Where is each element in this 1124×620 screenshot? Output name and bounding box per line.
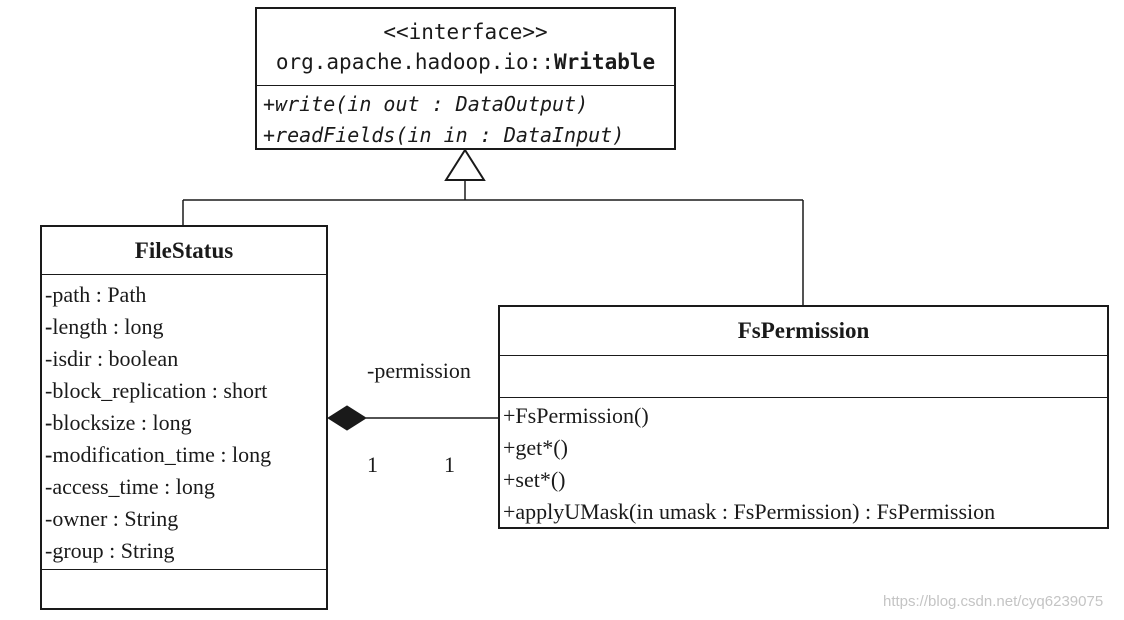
association-role-label: -permission [367,358,471,383]
fspermission-attributes-empty [500,355,1107,397]
filestatus-attribute: -owner : String [45,506,179,531]
fspermission-operations: +FsPermission() +get*() +set*() +applyUM… [500,397,1107,528]
filestatus-class-name: FileStatus [134,238,234,263]
fspermission-operation: +FsPermission() [503,403,649,428]
filestatus-operations-empty [42,569,326,608]
interface-package: org.apache.hadoop.io:: [275,50,554,74]
fspermission-operation: +applyUMask(in umask : FsPermission) : F… [503,499,996,524]
multiplicity-left: 1 [367,452,378,477]
filestatus-attribute: -isdir : boolean [45,346,179,371]
filestatus-attribute: -path : Path [45,282,147,307]
interface-name: Writable [554,50,656,74]
writable-interface-box: <<interface>> org.apache.hadoop.io::Writ… [255,7,676,150]
writable-operations: +write(in out : DataOutput) +readFields(… [257,85,674,150]
writable-interface-header: <<interface>> org.apache.hadoop.io::Writ… [257,9,674,85]
filestatus-attribute: -block_replication : short [45,378,268,403]
fspermission-class-box: FsPermission +FsPermission() +get*() +se… [498,305,1109,529]
filestatus-attribute: -access_time : long [45,474,215,499]
filestatus-attributes: -path : Path -length : long -isdir : boo… [42,274,326,569]
fspermission-operation: +set*() [503,467,566,492]
interface-operation: +write(in out : DataOutput) [263,92,589,116]
generalization-triangle-icon [444,148,486,181]
filestatus-attribute: -blocksize : long [45,410,192,435]
filestatus-attribute: -modification_time : long [45,442,272,467]
filestatus-attribute: -group : String [45,538,175,563]
filestatus-attribute: -length : long [45,314,164,339]
interface-operation: +readFields(in in : DataInput) [263,123,625,147]
fspermission-operation: +get*() [503,435,568,460]
interface-qualified-name: org.apache.hadoop.io::Writable [257,47,674,77]
watermark: https://blog.csdn.net/cyq6239075 [883,593,1104,610]
fspermission-class-name: FsPermission [737,318,870,343]
interface-stereotype: <<interface>> [383,20,548,44]
composition-diamond-icon [327,405,367,431]
multiplicity-right: 1 [444,452,455,477]
filestatus-class-box: FileStatus -path : Path -length : long -… [40,225,328,610]
